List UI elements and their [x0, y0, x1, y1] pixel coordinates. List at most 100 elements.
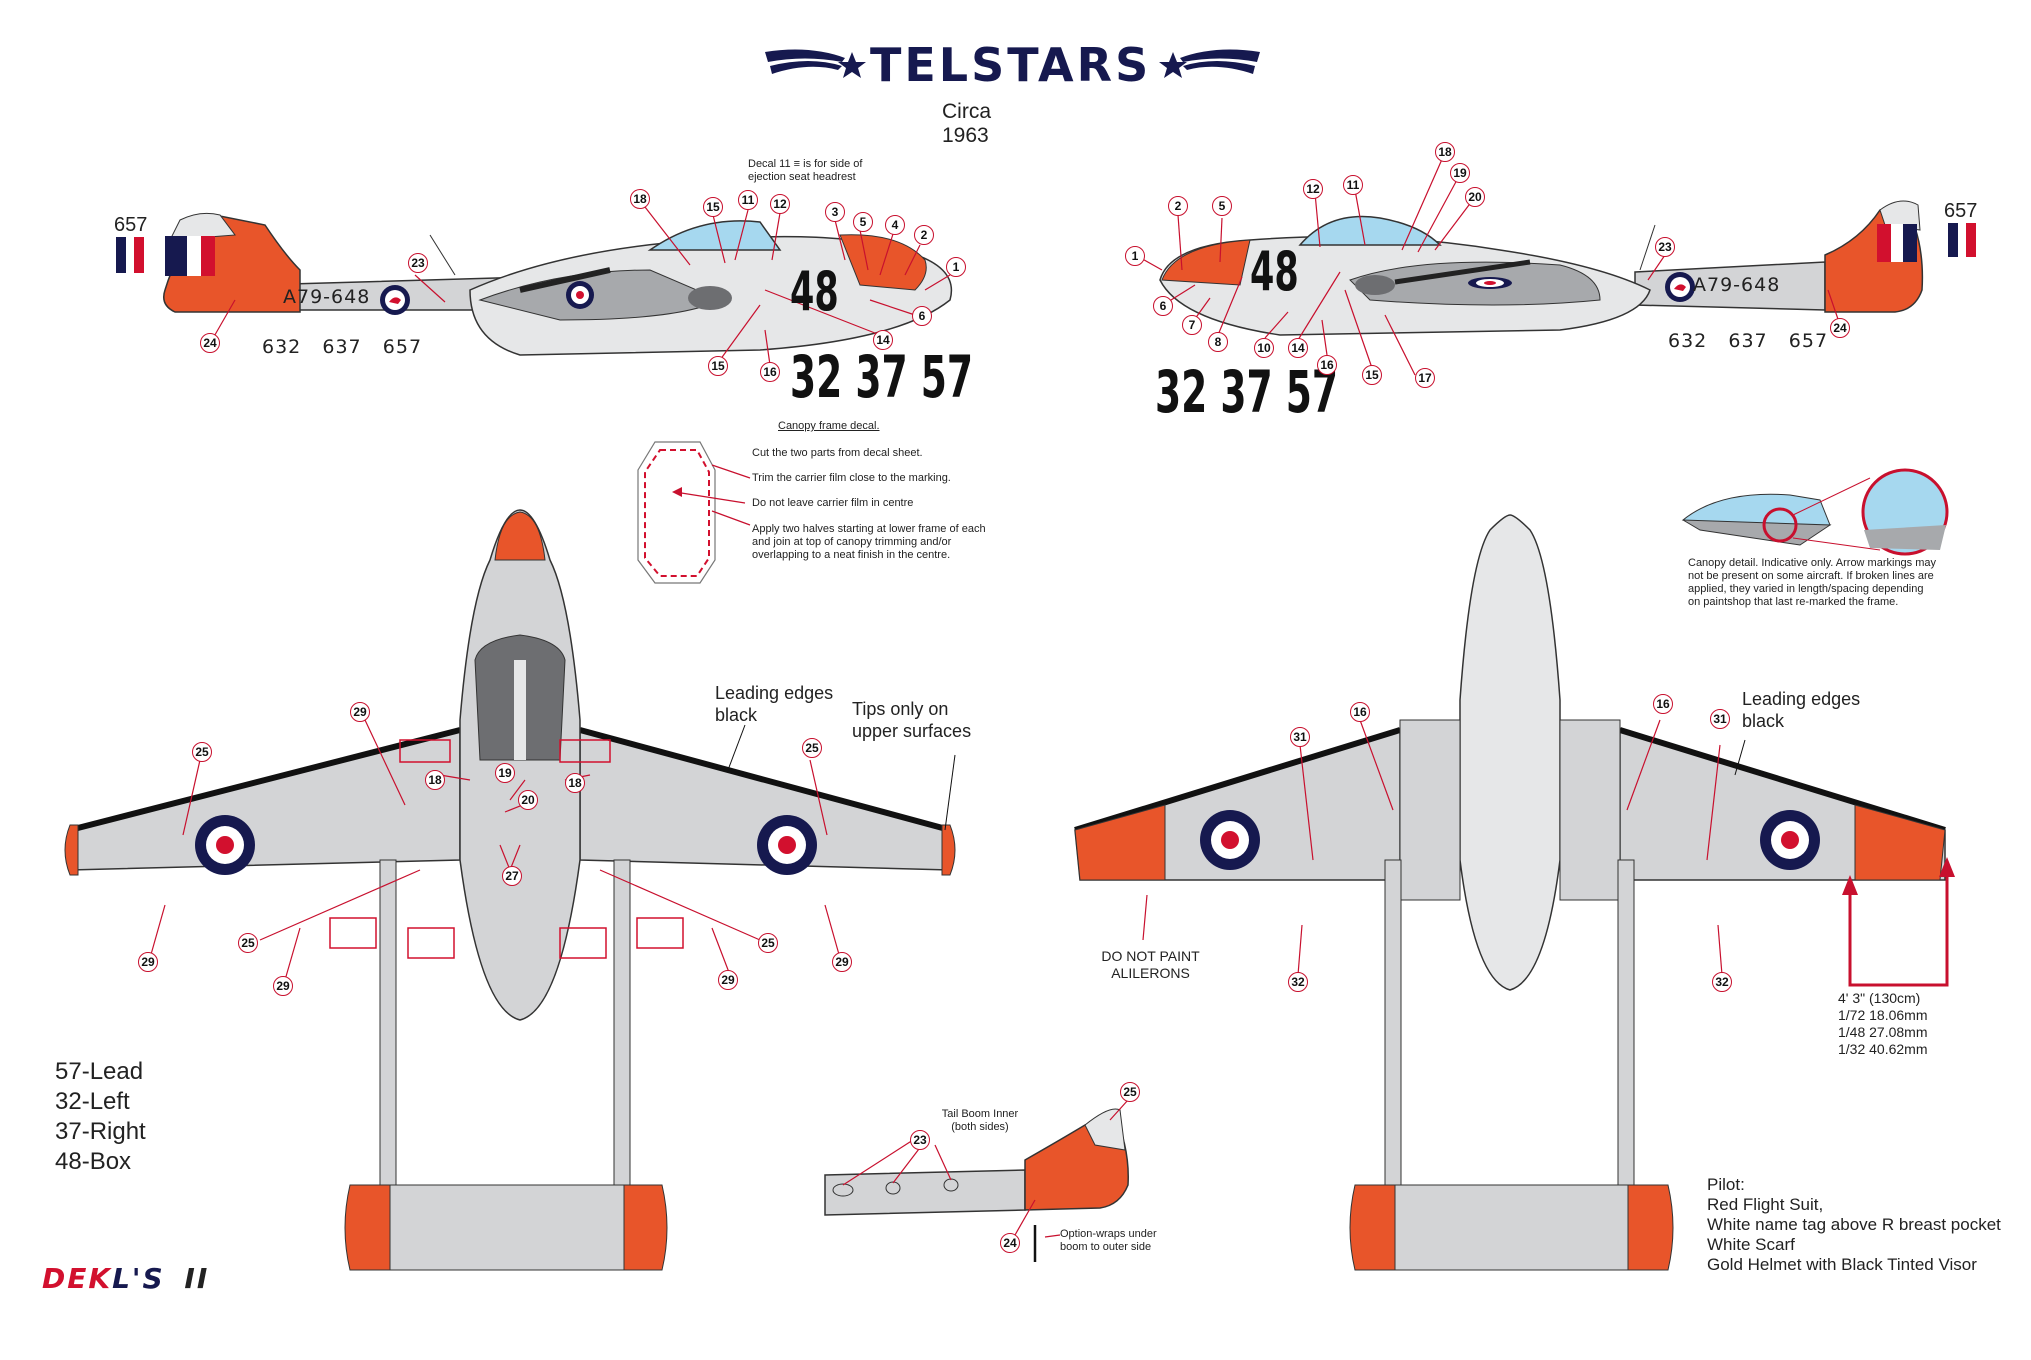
right-nose-number: 48 [1250, 240, 1299, 303]
pilot-notes: Pilot: Red Flight Suit, White name tag a… [1707, 1175, 2001, 1275]
callout-18: 18 [425, 770, 445, 790]
callout-25: 25 [1120, 1082, 1140, 1102]
callout-32: 32 [1712, 972, 1732, 992]
right-large-numbers: 32 37 57 [1155, 358, 1338, 426]
right-tail-code: 657 [1944, 200, 1978, 222]
canopy-detail-note: Canopy detail. Indicative only. Arrow ma… [1688, 557, 1937, 608]
pilot-line-3: White Scarf [1707, 1235, 1795, 1254]
leading-edges-label-bottom: Leading edges black [1742, 689, 1861, 731]
left-serial: A79-648 [283, 286, 371, 308]
tips-only-label: Tips only on upper surfaces [852, 699, 972, 741]
canopy-detail-diagram [1681, 468, 1949, 556]
dimension-1-72: 1/72 18.06mm [1838, 1007, 1928, 1023]
callout-8: 8 [1208, 332, 1228, 352]
right-serial: A79-648 [1693, 274, 1781, 296]
dimension-full: 4' 3" (130cm) [1838, 990, 1921, 1006]
callout-25: 25 [758, 933, 778, 953]
callout-5: 5 [1212, 196, 1232, 216]
callout-3: 3 [825, 202, 845, 222]
canopy-step-1: Cut the two parts from decal sheet. [752, 447, 923, 459]
callout-19: 19 [495, 763, 515, 783]
right-profile-aircraft [1136, 156, 1976, 376]
left-nose-number: 48 [790, 260, 839, 323]
callout-4: 4 [885, 215, 905, 235]
callout-18: 18 [630, 189, 650, 209]
canopy-step-4: Apply two halves starting at lower frame… [752, 523, 986, 561]
callout-6: 6 [912, 306, 932, 326]
callout-18: 18 [1435, 142, 1455, 162]
callout-18: 18 [565, 773, 585, 793]
tail-boom-inner-diagram [824, 1099, 1129, 1262]
canopy-step-2: Trim the carrier film close to the marki… [752, 472, 951, 484]
tail-boom-title: Tail Boom Inner (both sides) [941, 1108, 1019, 1133]
callout-2: 2 [1168, 196, 1188, 216]
callout-16: 16 [1350, 702, 1370, 722]
canopy-frame-diagram [637, 441, 751, 584]
position-lead: 57-Lead [55, 1058, 144, 1085]
callout-14: 14 [1288, 338, 1308, 358]
page-subtitle: Circa 1963 [942, 100, 992, 147]
bottom-view-aircraft [1074, 514, 1955, 1271]
positions-list: 57-Lead 32-Left 37-Right 48-Box [55, 1057, 146, 1177]
callout-23: 23 [910, 1130, 930, 1150]
option-wraps-note: Option-wraps under boom to outer side [1060, 1228, 1157, 1253]
pilot-line-4: Gold Helmet with Black Tinted Visor [1707, 1255, 1977, 1274]
callout-15: 15 [1362, 365, 1382, 385]
callout-25: 25 [192, 742, 212, 762]
left-tail-code: 657 [114, 214, 148, 236]
left-profile-aircraft [116, 206, 953, 366]
shooting-star-icon [765, 49, 1260, 78]
callout-20: 20 [1465, 187, 1485, 207]
pilot-line-2: White name tag above R breast pocket [1707, 1215, 2001, 1234]
position-right: 37-Right [55, 1118, 146, 1145]
pilot-heading: Pilot: [1707, 1175, 1745, 1194]
callout-10: 10 [1254, 338, 1274, 358]
right-alt-codes: 632 637 657 [1668, 330, 1829, 352]
canopy-step-3: Do not leave carrier film in centre [752, 497, 914, 509]
callout-25: 25 [238, 933, 258, 953]
callout-29: 29 [138, 952, 158, 972]
do-not-paint-ailerons-note: DO NOT PAINT ALILERONS [1101, 948, 1200, 981]
callout-25: 25 [802, 738, 822, 758]
callout-11: 11 [738, 190, 758, 210]
callout-29: 29 [832, 952, 852, 972]
brand-name-blue: L'S [112, 1262, 165, 1295]
callout-2: 2 [914, 225, 934, 245]
position-box: 48-Box [55, 1148, 132, 1175]
callout-29: 29 [718, 970, 738, 990]
top-view-aircraft [64, 509, 956, 1271]
brand-logo: DEKL'S II [42, 1262, 209, 1295]
leading-edges-label-top: Leading edges black [715, 683, 834, 725]
callout-12: 12 [1303, 179, 1323, 199]
decal-11-note: Decal 11 ≡ is for side of ejection seat … [748, 158, 863, 183]
callout-32: 32 [1288, 972, 1308, 992]
page-title: TELSTARS [870, 38, 1152, 92]
left-alt-codes: 632 637 657 [262, 336, 423, 358]
callout-1: 1 [946, 257, 966, 277]
callout-23: 23 [408, 253, 428, 273]
callout-6: 6 [1153, 296, 1173, 316]
callout-13: 15 [703, 197, 723, 217]
dimension-1-48: 1/48 27.08mm [1838, 1024, 1928, 1040]
callout-29: 29 [273, 976, 293, 996]
position-left: 32-Left [55, 1088, 130, 1115]
callout-14: 14 [873, 330, 893, 350]
dimension-1-32: 1/32 40.62mm [1838, 1041, 1928, 1057]
callout-31: 31 [1290, 727, 1310, 747]
callout-16: 16 [1317, 355, 1337, 375]
callout-31: 31 [1710, 709, 1730, 729]
callout-12: 12 [770, 194, 790, 214]
callout-27: 27 [502, 866, 522, 886]
callout-15: 15 [708, 356, 728, 376]
callout-19: 19 [1450, 163, 1470, 183]
callout-1: 1 [1125, 246, 1145, 266]
brand-name-red: DEK [42, 1262, 113, 1295]
callout-17: 17 [1415, 368, 1435, 388]
callout-24: 24 [200, 333, 220, 353]
canopy-frame-title: Canopy frame decal. [778, 420, 880, 432]
callout-28: 29 [350, 702, 370, 722]
left-large-numbers: 32 37 57 [790, 343, 973, 411]
callout-23: 23 [1655, 237, 1675, 257]
brand-suffix: II [184, 1262, 210, 1295]
